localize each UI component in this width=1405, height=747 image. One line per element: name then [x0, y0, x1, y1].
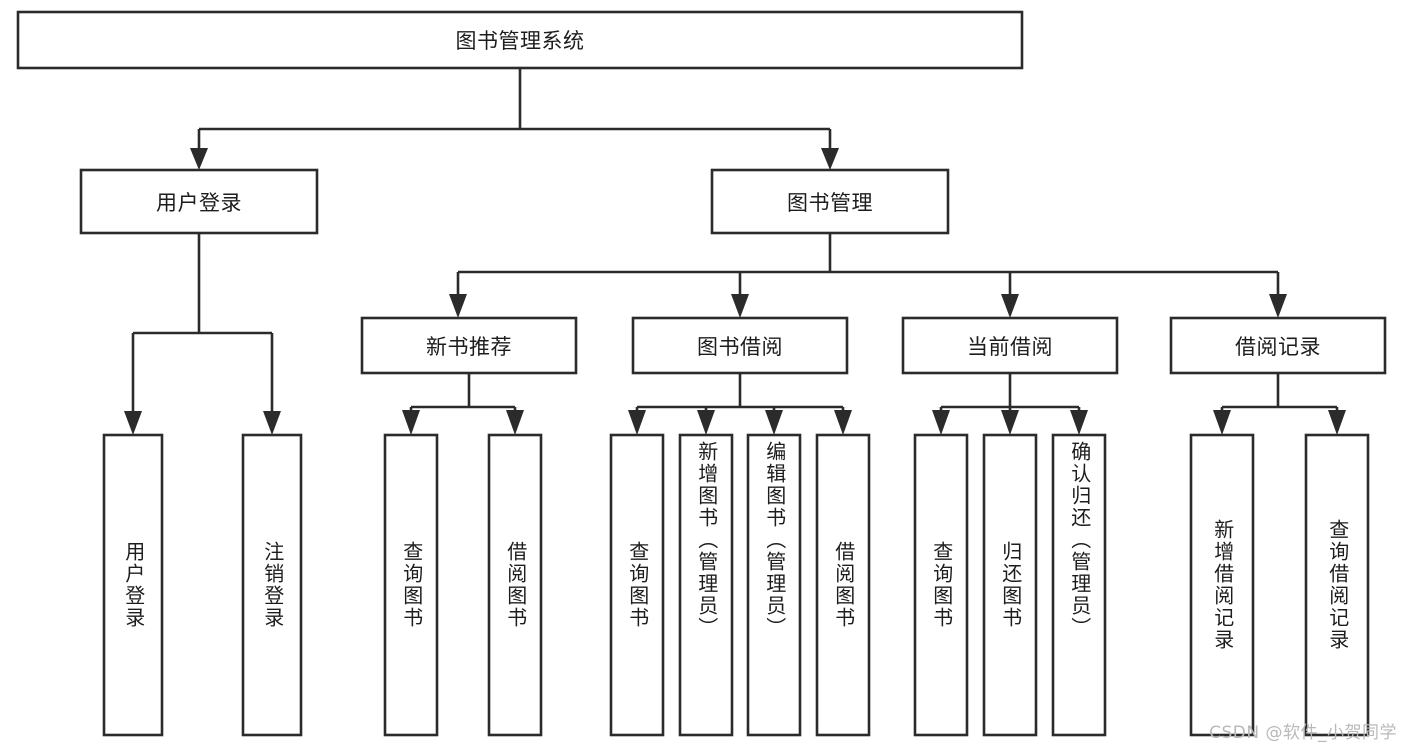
node-book-borrow[interactable]: [631, 316, 849, 375]
node-leaf-edit-book[interactable]: [746, 433, 802, 737]
arrow-head-leaf-query-book-2: [628, 410, 646, 435]
node-leaf-logout[interactable]: [241, 433, 303, 737]
arrow-head-leaf-borrow-book-1: [506, 410, 524, 435]
node-leaf-query-book-1[interactable]: [383, 433, 439, 737]
node-root[interactable]: [16, 10, 1024, 70]
connector-group-new-book-rec: [402, 373, 524, 435]
connector-group-current-borrow: [932, 373, 1088, 435]
arrow-head-leaf-borrow-book-2: [834, 410, 852, 435]
arrow-head-current-borrow: [1001, 294, 1019, 318]
node-borrow-record[interactable]: [1169, 316, 1387, 375]
node-leaf-borrow-book-2[interactable]: [815, 433, 871, 737]
arrow-head-leaf-edit-book: [765, 410, 783, 435]
arrow-head-leaf-add-book: [697, 410, 715, 435]
node-leaf-add-book[interactable]: [678, 433, 734, 737]
node-leaf-query-book-3[interactable]: [913, 433, 969, 737]
arrow-head-new-book-rec: [449, 294, 467, 318]
node-new-book-rec[interactable]: [360, 316, 578, 375]
connector-group-user-login: [124, 233, 281, 435]
arrow-head-leaf-query-book-3: [932, 410, 950, 435]
arrow-head-leaf-logout: [263, 411, 281, 435]
arrow-head-leaf-query-record: [1328, 410, 1346, 435]
node-leaf-confirm-return[interactable]: [1051, 433, 1107, 737]
node-current-borrow[interactable]: [901, 316, 1119, 375]
node-leaf-query-record[interactable]: [1304, 433, 1370, 737]
node-book-manage[interactable]: [710, 168, 950, 235]
arrow-head-leaf-add-record: [1213, 410, 1231, 435]
arrow-head-leaf-query-book-1: [402, 410, 420, 435]
arrow-head-book-borrow: [731, 294, 749, 318]
node-leaf-return-book[interactable]: [982, 433, 1038, 737]
arrow-head-leaf-user-login: [124, 411, 142, 435]
connector-group-borrow-record: [1213, 373, 1346, 435]
node-leaf-add-record[interactable]: [1189, 433, 1255, 737]
node-leaf-user-login[interactable]: [102, 433, 164, 737]
node-leaf-query-book-2[interactable]: [609, 433, 665, 737]
arrow-head-user-login: [190, 148, 208, 170]
connector-group-book-manage: [449, 233, 1287, 318]
arrow-head-borrow-record: [1269, 294, 1287, 318]
arrow-head-book-manage: [821, 148, 839, 170]
node-user-login[interactable]: [79, 168, 319, 235]
node-leaf-borrow-book-1[interactable]: [487, 433, 543, 737]
connector-group-book-borrow: [628, 373, 852, 435]
connector-group-root: [190, 68, 839, 170]
arrow-head-leaf-confirm-return: [1070, 410, 1088, 435]
arrow-head-leaf-return-book: [1001, 410, 1019, 435]
